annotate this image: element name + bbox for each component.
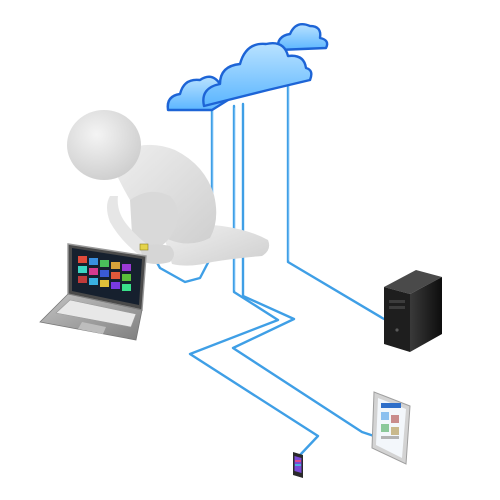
laptop-touchpad [78, 322, 106, 334]
smartphone-icon [293, 452, 303, 478]
person-figure-icon [67, 110, 270, 266]
cable-to-tablet [231, 102, 376, 438]
server-power-led [395, 328, 399, 332]
figure-head [67, 110, 141, 180]
cable-plug [139, 243, 149, 251]
laptop-screen-tiles [78, 256, 131, 291]
figure-front-knee [130, 191, 178, 250]
server-drive-bay [389, 300, 405, 303]
figure-foot [140, 244, 174, 264]
cloud-small-right [276, 23, 329, 52]
server-front [384, 287, 410, 352]
laptop-keyboard [55, 299, 137, 328]
tablet-icon [371, 391, 411, 465]
laptop-icon [39, 243, 147, 341]
cable-to-phone [188, 104, 320, 457]
cloud-main [202, 42, 313, 108]
cloud-icon [166, 23, 329, 112]
figure-arm [107, 196, 155, 258]
tablet-screen-content [381, 403, 401, 439]
server-tower-icon [384, 270, 442, 352]
server-side [410, 277, 442, 352]
network-cables [148, 80, 386, 457]
cable-to-server [286, 80, 386, 321]
server-top [384, 270, 442, 294]
